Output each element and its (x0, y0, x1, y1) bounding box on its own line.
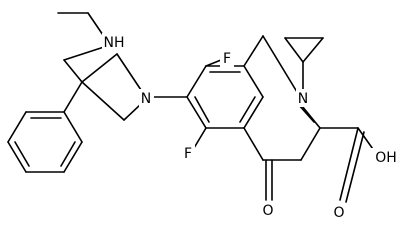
bond-phenyl-2 (7, 111, 27, 143)
atom-label-quinolone-n: N (298, 91, 308, 107)
bond-phenyl-inner-3 (60, 141, 76, 167)
atom-label-pyrrolidine-n: N (141, 91, 151, 107)
atom-quinolone-n: N (296, 89, 311, 107)
bond-ch2-cq (63, 59, 83, 83)
bond-c4a-c5-ring (243, 127, 264, 161)
bond-c4a-c5 (243, 96, 264, 129)
bond-phenyl-inner-2 (14, 141, 30, 167)
atom-nh: NH (102, 33, 126, 51)
bond-layer (7, 12, 376, 203)
atom-pyrrolidine-n: N (139, 89, 154, 107)
bond-c6-f (193, 127, 207, 149)
bond-cooh-o-1 (339, 127, 359, 201)
atom-keto-o: O (261, 201, 276, 219)
bond-ring-n-c5 (123, 103, 142, 121)
bond-nh-ch2 (63, 46, 105, 61)
atom-f-top: F (220, 49, 234, 67)
bond-cyclopropyl-1 (284, 37, 304, 63)
bond-c8a-c4a (243, 65, 264, 98)
bond-c7-c8 (186, 65, 207, 98)
bond-benzo-inner-3 (194, 96, 210, 123)
bond-ring-cq-c2 (81, 53, 118, 83)
atom-label-f-left: F (184, 146, 192, 162)
bond-c8-f (205, 59, 222, 67)
bond-c6-c7 (186, 96, 207, 129)
bond-phenyl-6 (63, 111, 83, 143)
bond-cyclopropyl-3 (302, 37, 324, 63)
atom-acid-o: O (332, 203, 347, 221)
bond-c3-c4 (300, 127, 321, 161)
bond-n1-ring (301, 105, 321, 129)
bond-cq-phenyl (63, 81, 83, 113)
bond-n1-c2 (262, 35, 298, 93)
atom-label-layer: NH N F F N O O (102, 33, 401, 221)
bond-phenyl-5 (63, 141, 83, 173)
bond-ring-c2-n (116, 53, 142, 91)
structure-diagram: NH N F F N O O (7, 12, 401, 221)
bond-benzo-inner-2 (239, 96, 256, 123)
atom-label-nh: NH (104, 35, 125, 51)
atom-label-keto-o: O (262, 203, 273, 219)
atom-label-f-top: F (223, 51, 231, 67)
molecule-drawing: NH N F F N O O (7, 12, 401, 221)
bond-phenyl-3 (7, 141, 27, 173)
atom-label-acid-o: O (333, 205, 344, 221)
atom-label-acid-oh: OH (375, 150, 397, 166)
bond-cooh-o-2 (345, 131, 365, 203)
bond-c8a-n1 (243, 35, 264, 67)
atom-f-left: F (181, 144, 195, 162)
atom-acid-oh: OH (371, 148, 401, 166)
bond-ring-c5-cq (81, 81, 125, 121)
